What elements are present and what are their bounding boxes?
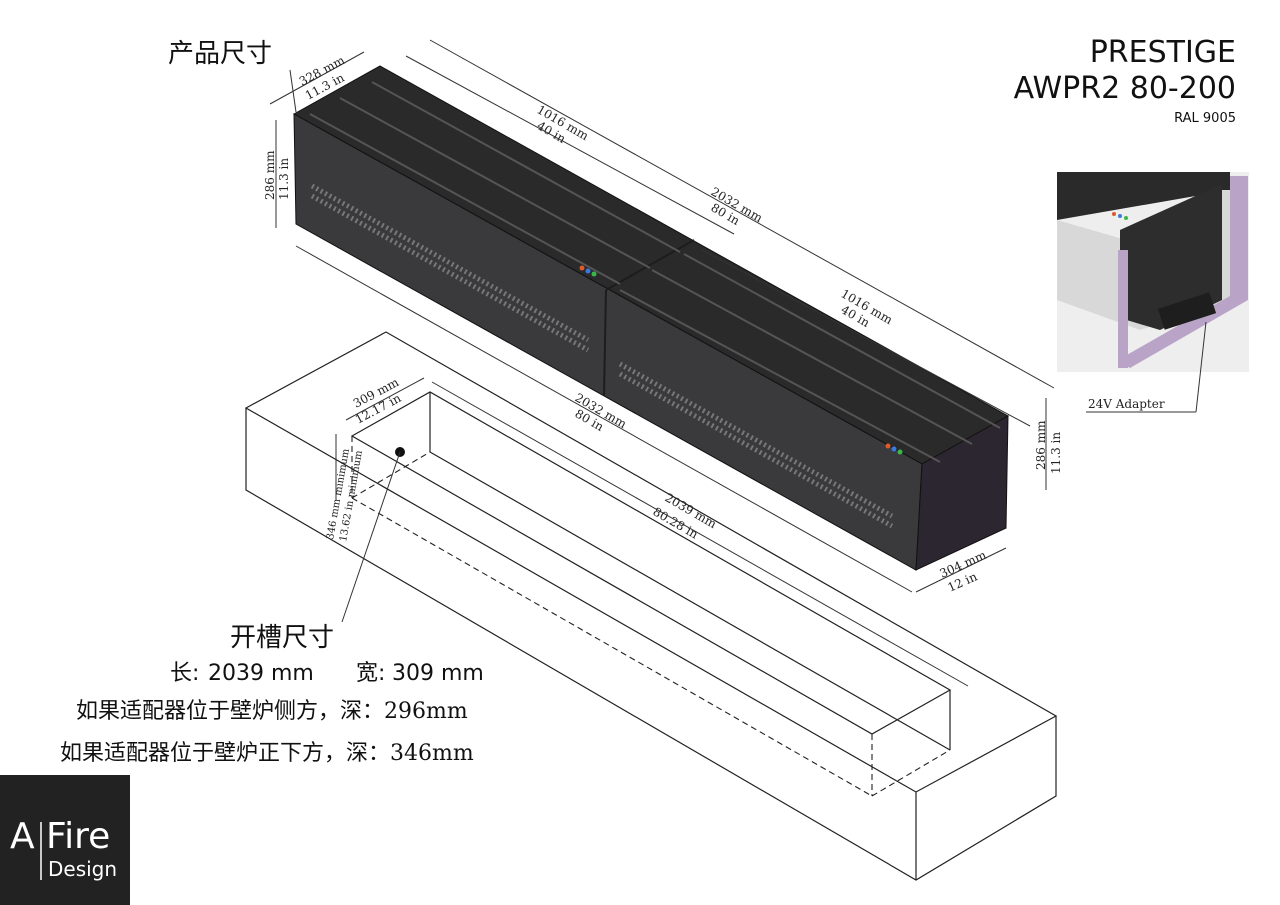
cutout-length-value: 2039 mm — [208, 661, 314, 686]
height-right-mm: 286 mm — [1034, 420, 1048, 470]
fireplace-unit-drawing — [292, 65, 1010, 571]
adapter-inset: 24V Adapter — [1057, 172, 1249, 413]
height-right-in: 11.3 in — [1049, 432, 1063, 474]
brand-line1: PRESTIGE — [1090, 35, 1236, 70]
height-left-in: 11.3 in — [277, 158, 291, 200]
unit-dimension-lines — [269, 39, 1055, 593]
cutout-note-side: 如果适配器位于壁炉侧方，深：296mm — [76, 699, 468, 724]
cutout-box-drawing — [244, 331, 1058, 881]
adapter-label: 24V Adapter — [1088, 397, 1165, 411]
cutout-width-value: 309 mm — [392, 661, 484, 686]
brand-line2: AWPR2 80-200 — [1014, 71, 1236, 106]
cutout-note-below: 如果适配器位于壁炉正下方，深：346mm — [60, 741, 474, 766]
logo-word-design: Design — [48, 857, 117, 881]
product-dims-label: 产品尺寸 — [168, 39, 272, 69]
cutout-title: 开槽尺寸 — [230, 623, 334, 653]
logo-word-fire: Fire — [46, 816, 110, 857]
cutout-width-label: 宽: — [356, 661, 385, 686]
color-code: RAL 9005 — [1174, 111, 1236, 126]
cutout-length-label: 长: — [170, 661, 199, 686]
afire-design-logo: A Fire Design — [0, 775, 130, 905]
logo-word-a: A — [10, 816, 35, 857]
height-left-mm: 286 mm — [263, 150, 277, 200]
